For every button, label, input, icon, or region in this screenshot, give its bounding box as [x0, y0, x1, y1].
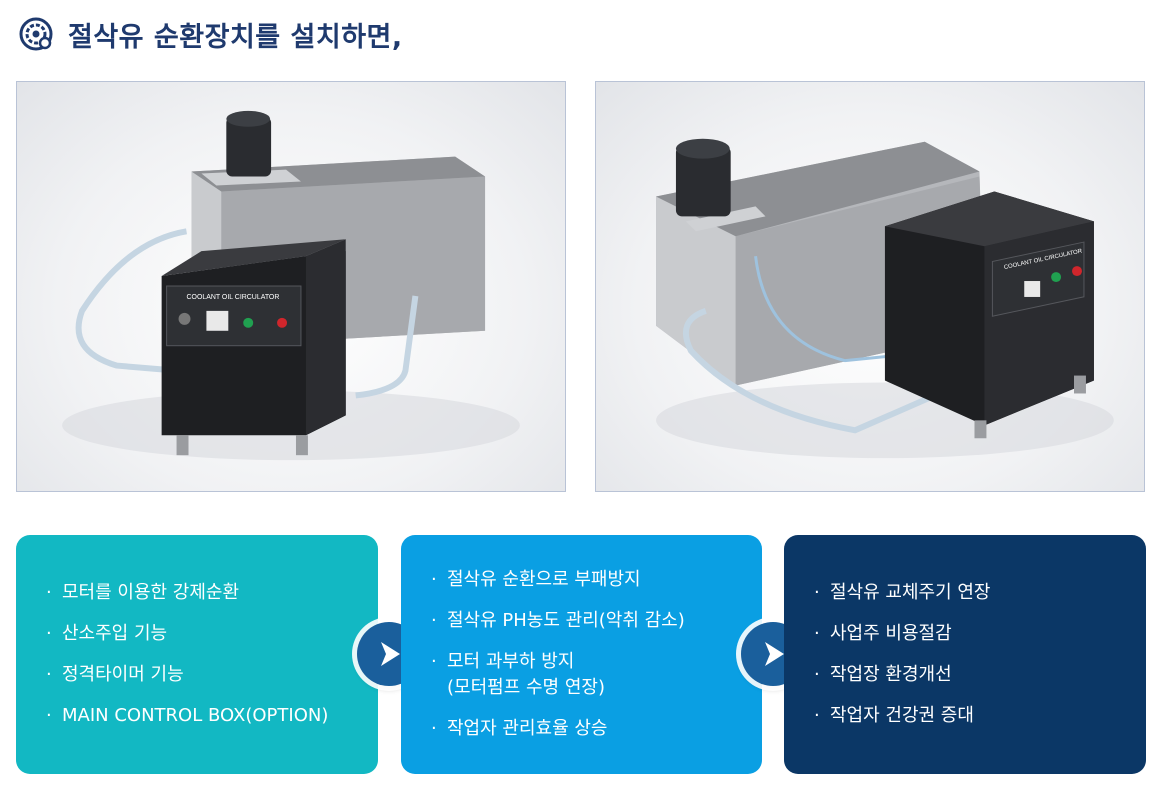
- list-item: 사업주 비용절감: [814, 621, 1146, 647]
- list-item: 절삭유 교체주기 연장: [814, 580, 1146, 606]
- header: 절삭유 순환장치를 설치하면,: [18, 14, 403, 54]
- product-image-right: COOLANT OIL CIRCULATOR: [595, 81, 1145, 492]
- list-item: 산소주입 기능: [46, 621, 378, 647]
- panel-label-left: COOLANT OIL CIRCULATOR: [187, 294, 280, 301]
- result-list: 절삭유 교체주기 연장 사업주 비용절감 작업장 환경개선 작업자 건강권 증대: [814, 580, 1146, 729]
- list-item: 절삭유 순환으로 부패방지: [431, 567, 762, 593]
- list-item: 정격타이머 기능: [46, 662, 378, 688]
- list-item: 작업장 환경개선: [814, 662, 1146, 688]
- list-item: 작업자 관리효율 상승: [431, 716, 762, 742]
- benefit-box: 절삭유 순환으로 부패방지 절삭유 PH농도 관리(악취 감소) 모터 과부하 …: [401, 535, 762, 774]
- product-image-left: COOLANT OIL CIRCULATOR: [16, 81, 566, 492]
- feature-box: 모터를 이용한 강제순환 산소주입 기능 정격타이머 기능 MAIN CONTR…: [16, 535, 378, 774]
- page-title: 절삭유 순환장치를 설치하면,: [68, 21, 403, 53]
- result-box: 절삭유 교체주기 연장 사업주 비용절감 작업장 환경개선 작업자 건강권 증대: [784, 535, 1146, 774]
- gear-chain-icon: [19, 17, 53, 51]
- benefit-list: 절삭유 순환으로 부패방지 절삭유 PH농도 관리(악취 감소) 모터 과부하 …: [431, 567, 762, 742]
- list-item: 절삭유 PH농도 관리(악취 감소): [431, 608, 762, 634]
- list-item: 모터를 이용한 강제순환: [46, 580, 378, 606]
- list-item: MAIN CONTROL BOX(OPTION): [46, 703, 378, 729]
- list-item-line2: (모터펌프 수명 연장): [447, 677, 605, 698]
- list-item: 작업자 건강권 증대: [814, 703, 1146, 729]
- feature-list: 모터를 이용한 강제순환 산소주입 기능 정격타이머 기능 MAIN CONTR…: [46, 580, 378, 729]
- list-item: 모터 과부하 방지 (모터펌프 수명 연장): [431, 649, 762, 701]
- list-item-line1: 모터 과부하 방지: [447, 651, 575, 672]
